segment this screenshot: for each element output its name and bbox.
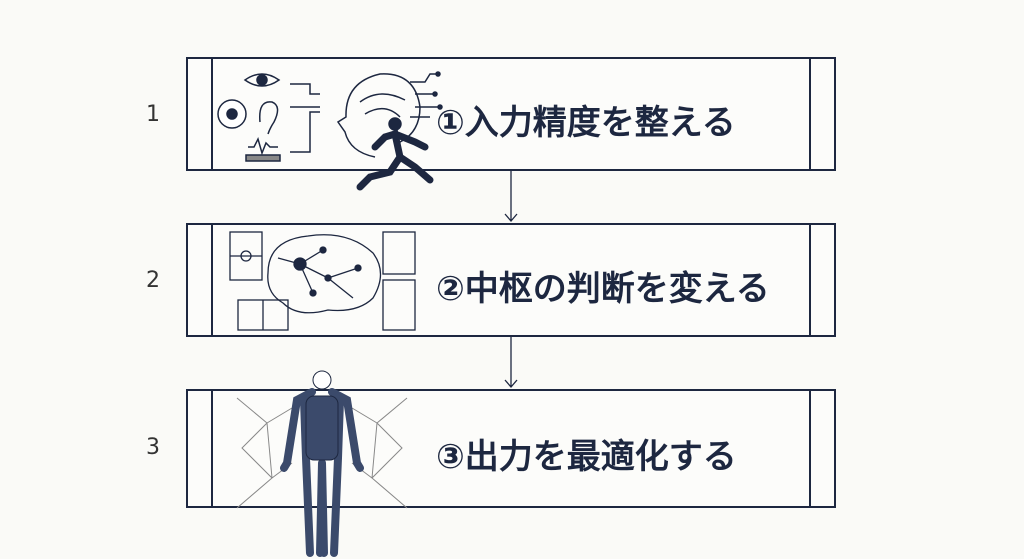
step-label-1: ①入力精度を整える (436, 103, 736, 143)
step-number-2: 2 (146, 268, 160, 293)
step-label-3: ③出力を最適化する (436, 437, 737, 477)
body-head (312, 370, 332, 390)
step-box-2: ②中枢の判断を変える (186, 223, 836, 337)
ear-icon (259, 101, 279, 135)
brain-icon (267, 234, 382, 314)
tactics-board-icon (382, 279, 416, 331)
divider (211, 225, 213, 335)
divider (809, 225, 811, 335)
step-number-3: 3 (146, 435, 160, 460)
brain-tactics-illustration (229, 231, 416, 331)
tactics-board-icon (382, 231, 416, 275)
human-body-icon (280, 388, 364, 557)
divider (809, 391, 811, 506)
step-label-2: ②中枢の判断を変える (436, 269, 770, 309)
senses-brain-runner-illustration (217, 71, 443, 191)
network-icon (236, 397, 408, 509)
runner-icon (356, 129, 434, 191)
head-brain-icon (336, 73, 421, 158)
divider (809, 59, 811, 169)
divider (211, 59, 213, 169)
flow-arrow (504, 171, 518, 227)
eye-icon (243, 73, 281, 87)
step-number-1: 1 (146, 102, 160, 127)
flow-arrow (504, 337, 518, 393)
divider (211, 391, 213, 506)
vibration-icon (248, 136, 278, 156)
muscle-body-illustration (236, 370, 408, 557)
